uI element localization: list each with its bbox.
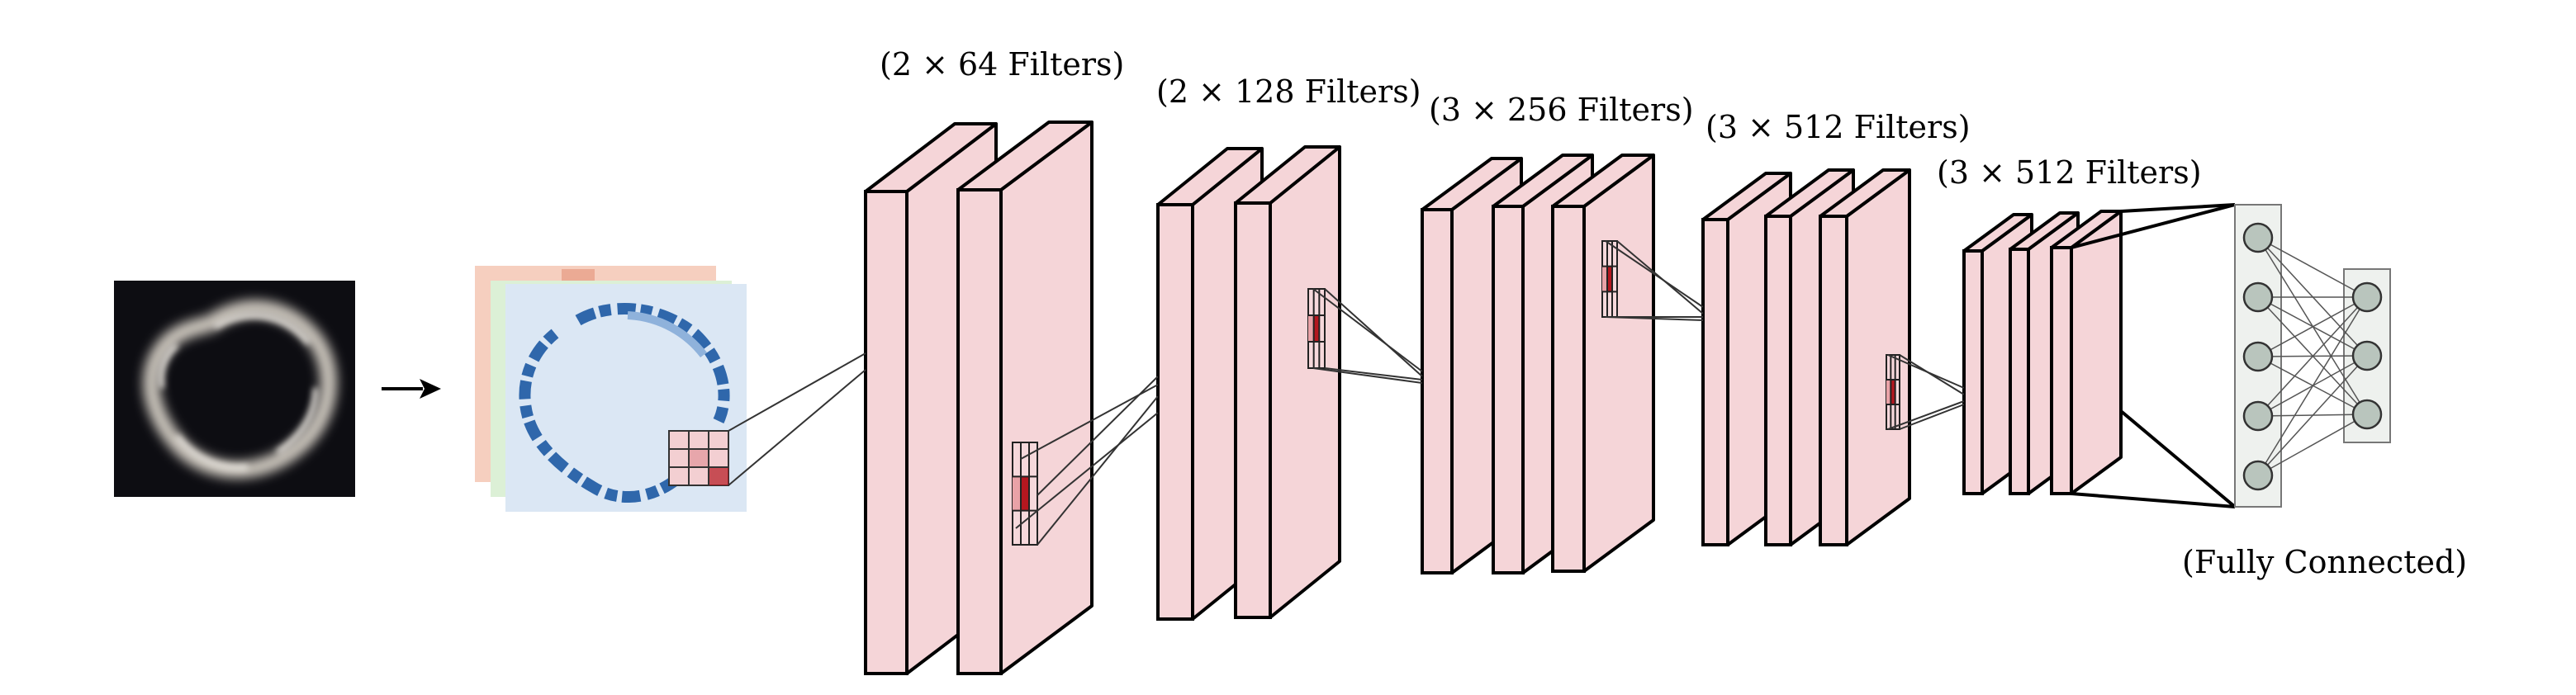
layer-side-face <box>1269 145 1341 619</box>
layer-front-face <box>2009 248 2030 495</box>
block2-label: (2 × 128 Filters) <box>1156 73 1421 110</box>
layer-front-face <box>1701 218 1729 546</box>
block4-label: (3 × 512 Filters) <box>1705 109 1971 145</box>
block4-group <box>1701 168 1911 546</box>
channel-ring-shape <box>519 303 730 503</box>
layer-side-face <box>999 121 1093 675</box>
block5-layer-3 <box>2050 210 2123 495</box>
block5-group <box>1962 210 2123 495</box>
fc-node-l1-1 <box>2242 222 2274 253</box>
block1-kernel <box>1012 442 1038 546</box>
input-ring-shape <box>143 300 337 479</box>
input-ring-highlight <box>159 313 318 470</box>
fc-node-l1-2 <box>2242 281 2274 313</box>
layer-front-face <box>1234 201 1272 619</box>
layer-front-face <box>864 190 908 675</box>
layer-front-face <box>1156 203 1194 621</box>
conv-layers <box>728 121 2123 675</box>
fc-node-l2-3 <box>2351 399 2383 430</box>
layer-side-face <box>2070 210 2123 495</box>
fc-label: (Fully Connected) <box>2182 544 2467 580</box>
block3-layer-3 <box>1551 154 1655 573</box>
block2-layer-2 <box>1234 145 1341 619</box>
block2-kernel <box>1307 288 1326 369</box>
block1-layer-2 <box>956 121 1093 675</box>
layer-front-face <box>1962 249 1984 495</box>
input-image <box>114 281 355 497</box>
block4-layer-3 <box>1819 168 1911 546</box>
fc-node-l1-5 <box>2242 460 2274 491</box>
channel-stack <box>475 266 747 512</box>
fc-node-l1-3 <box>2242 341 2274 372</box>
block1-label: (2 × 64 Filters) <box>880 46 1124 83</box>
layer-front-face <box>1421 208 1454 574</box>
receptive-field-lines <box>728 240 1965 546</box>
input-kernel <box>668 430 729 486</box>
block3-label: (3 × 256 Filters) <box>1429 92 1694 128</box>
layer-front-face <box>1551 205 1586 573</box>
layer-front-face <box>1492 205 1525 574</box>
block5-label: (3 × 512 Filters) <box>1937 154 2202 191</box>
block3-kernel <box>1601 240 1618 318</box>
layer-side-face <box>1582 154 1655 573</box>
layer-front-face <box>956 188 1003 675</box>
layer-front-face <box>1764 215 1792 546</box>
block4-kernel <box>1886 354 1900 430</box>
fc-node-l1-4 <box>2242 400 2274 432</box>
fc-node-l2-1 <box>2351 281 2383 313</box>
arrow-icon <box>382 379 441 399</box>
labels: (2 × 64 Filters) (2 × 128 Filters) (3 × … <box>880 46 2467 580</box>
layer-front-face <box>1819 215 1848 546</box>
fully-connected <box>2071 203 2391 508</box>
fc-edges <box>2257 237 2368 476</box>
block3-group <box>1421 154 1655 574</box>
kernels <box>1012 240 1900 546</box>
fc-node-l2-2 <box>2351 340 2383 371</box>
block2-group <box>1156 145 1341 621</box>
layer-front-face <box>2050 246 2073 495</box>
block1-group <box>864 121 1093 675</box>
